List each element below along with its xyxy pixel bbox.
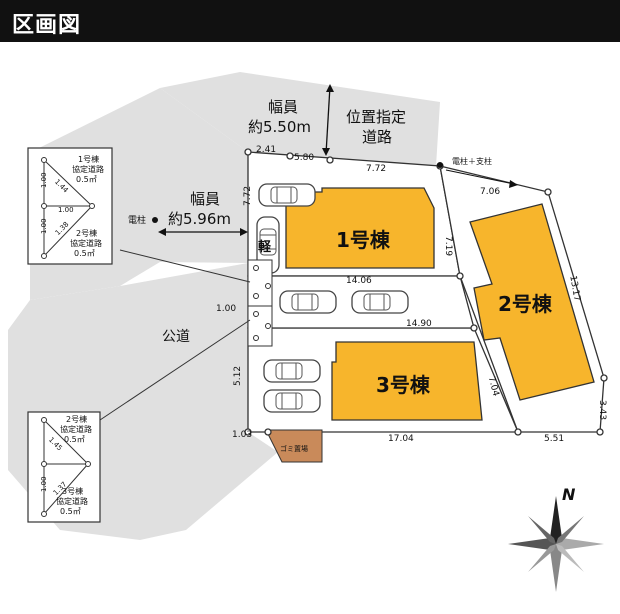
utility-pole-icon	[152, 217, 158, 223]
north-road-width-label: 幅員	[268, 98, 298, 116]
inset-bottom-road3-line1: 3号棟	[62, 486, 83, 496]
building-2	[469, 203, 595, 401]
car-2b	[351, 290, 409, 314]
dim-label: 5.12	[233, 366, 243, 386]
north-road-type-1: 位置指定	[346, 108, 406, 126]
dim-label: 1.00	[40, 476, 48, 492]
west-road-arrow-head-left	[158, 228, 166, 236]
inset-top-road2-line2: 協定道路	[70, 238, 102, 248]
title-bar: 区画図	[0, 0, 620, 42]
pole-support-arrow	[445, 169, 515, 185]
west-road-width-value: 約5.96m	[168, 210, 231, 228]
building-3	[331, 341, 483, 421]
inset-top-road2-line1: 2号棟	[76, 228, 97, 238]
dim-label: 13.17	[567, 275, 581, 302]
dim-label: 17.04	[388, 434, 414, 444]
inset-top-road1-line2: 協定道路	[72, 164, 104, 174]
car-1a	[258, 183, 316, 207]
north-compass	[508, 496, 604, 592]
building-1	[285, 187, 435, 269]
building-1-label: 1号棟	[336, 228, 391, 252]
building-2-label: 2号棟	[498, 292, 553, 316]
dim-label: 3.43	[597, 400, 607, 420]
agreement-road-strip	[247, 259, 273, 347]
dim-label: 7.06	[480, 187, 500, 197]
inset-top: 1号棟 協定道路 0.5㎡ 2号棟 協定道路 0.5㎡ 1.00 1.44 1.…	[27, 147, 113, 265]
west-road-arrow-head-right	[240, 228, 248, 236]
inset-top-road2-line3: 0.5㎡	[74, 249, 95, 258]
car-2a	[279, 290, 337, 314]
inset-bottom-road2-line1: 2号棟	[66, 414, 87, 424]
dim-label: 1.00	[58, 206, 74, 214]
dim-label: 14.90	[406, 319, 432, 329]
dim-label: 7.19	[443, 236, 453, 256]
north-road-arrow-head-bottom	[322, 148, 330, 156]
inset-bottom-road2-line3: 0.5㎡	[64, 435, 85, 444]
north-road-type-2: 道路	[362, 128, 392, 146]
dim-label: 7.72	[366, 164, 386, 174]
pole-support-arrow-head	[509, 180, 518, 188]
page-title: 区画図	[12, 13, 82, 38]
dim-label: 14.06	[346, 276, 372, 286]
compass-north-label: N	[562, 485, 576, 504]
inset-top-road1-line3: 0.5㎡	[76, 175, 97, 184]
north-road-width-arrow	[325, 85, 331, 155]
car-3a	[263, 359, 321, 383]
dim-label: 7.72	[243, 186, 253, 206]
pole-support-icon	[437, 162, 443, 168]
dim-label: 1.00	[40, 218, 48, 234]
inset-bottom-road2-line2: 協定道路	[60, 424, 92, 434]
inset-bottom: 2号棟 協定道路 0.5㎡ 3号棟 協定道路 0.5㎡ 1.45 1.00 1.…	[27, 411, 101, 523]
public-road-label: 公道	[162, 329, 190, 345]
north-road	[160, 72, 440, 166]
dim-label: 1.00	[40, 172, 48, 188]
dim-label: 1.03	[232, 430, 252, 440]
inset-bottom-road3-line2: 協定道路	[56, 496, 88, 506]
garbage-area-label: ゴミ置場	[280, 444, 308, 453]
north-road-arrow-head-top	[326, 84, 334, 92]
dim-label: 2.41	[256, 145, 276, 155]
inset-top-road1-line1: 1号棟	[78, 154, 99, 164]
leader-top	[119, 249, 251, 283]
utility-pole-label: 電柱	[128, 214, 146, 226]
building-3-label: 3号棟	[376, 373, 431, 397]
dim-label: 5.80	[294, 153, 314, 163]
inset-bottom-road3-line3: 0.5㎡	[60, 507, 81, 516]
dim-label: 1.00	[216, 304, 236, 314]
kei-car-label: 軽	[258, 239, 272, 255]
car-3b	[263, 389, 321, 413]
north-road-width-value: 約5.50m	[248, 118, 311, 136]
garbage-area	[265, 429, 323, 463]
dimension-labels: 2.41 5.80 7.72 7.06 7.72 14.06 1.00 14.9…	[216, 145, 607, 444]
west-road-width-label: 幅員	[190, 190, 220, 208]
pole-support-label: 電柱＋支柱	[452, 156, 492, 166]
dim-label: 5.51	[544, 434, 564, 444]
leader-bottom	[99, 319, 251, 421]
